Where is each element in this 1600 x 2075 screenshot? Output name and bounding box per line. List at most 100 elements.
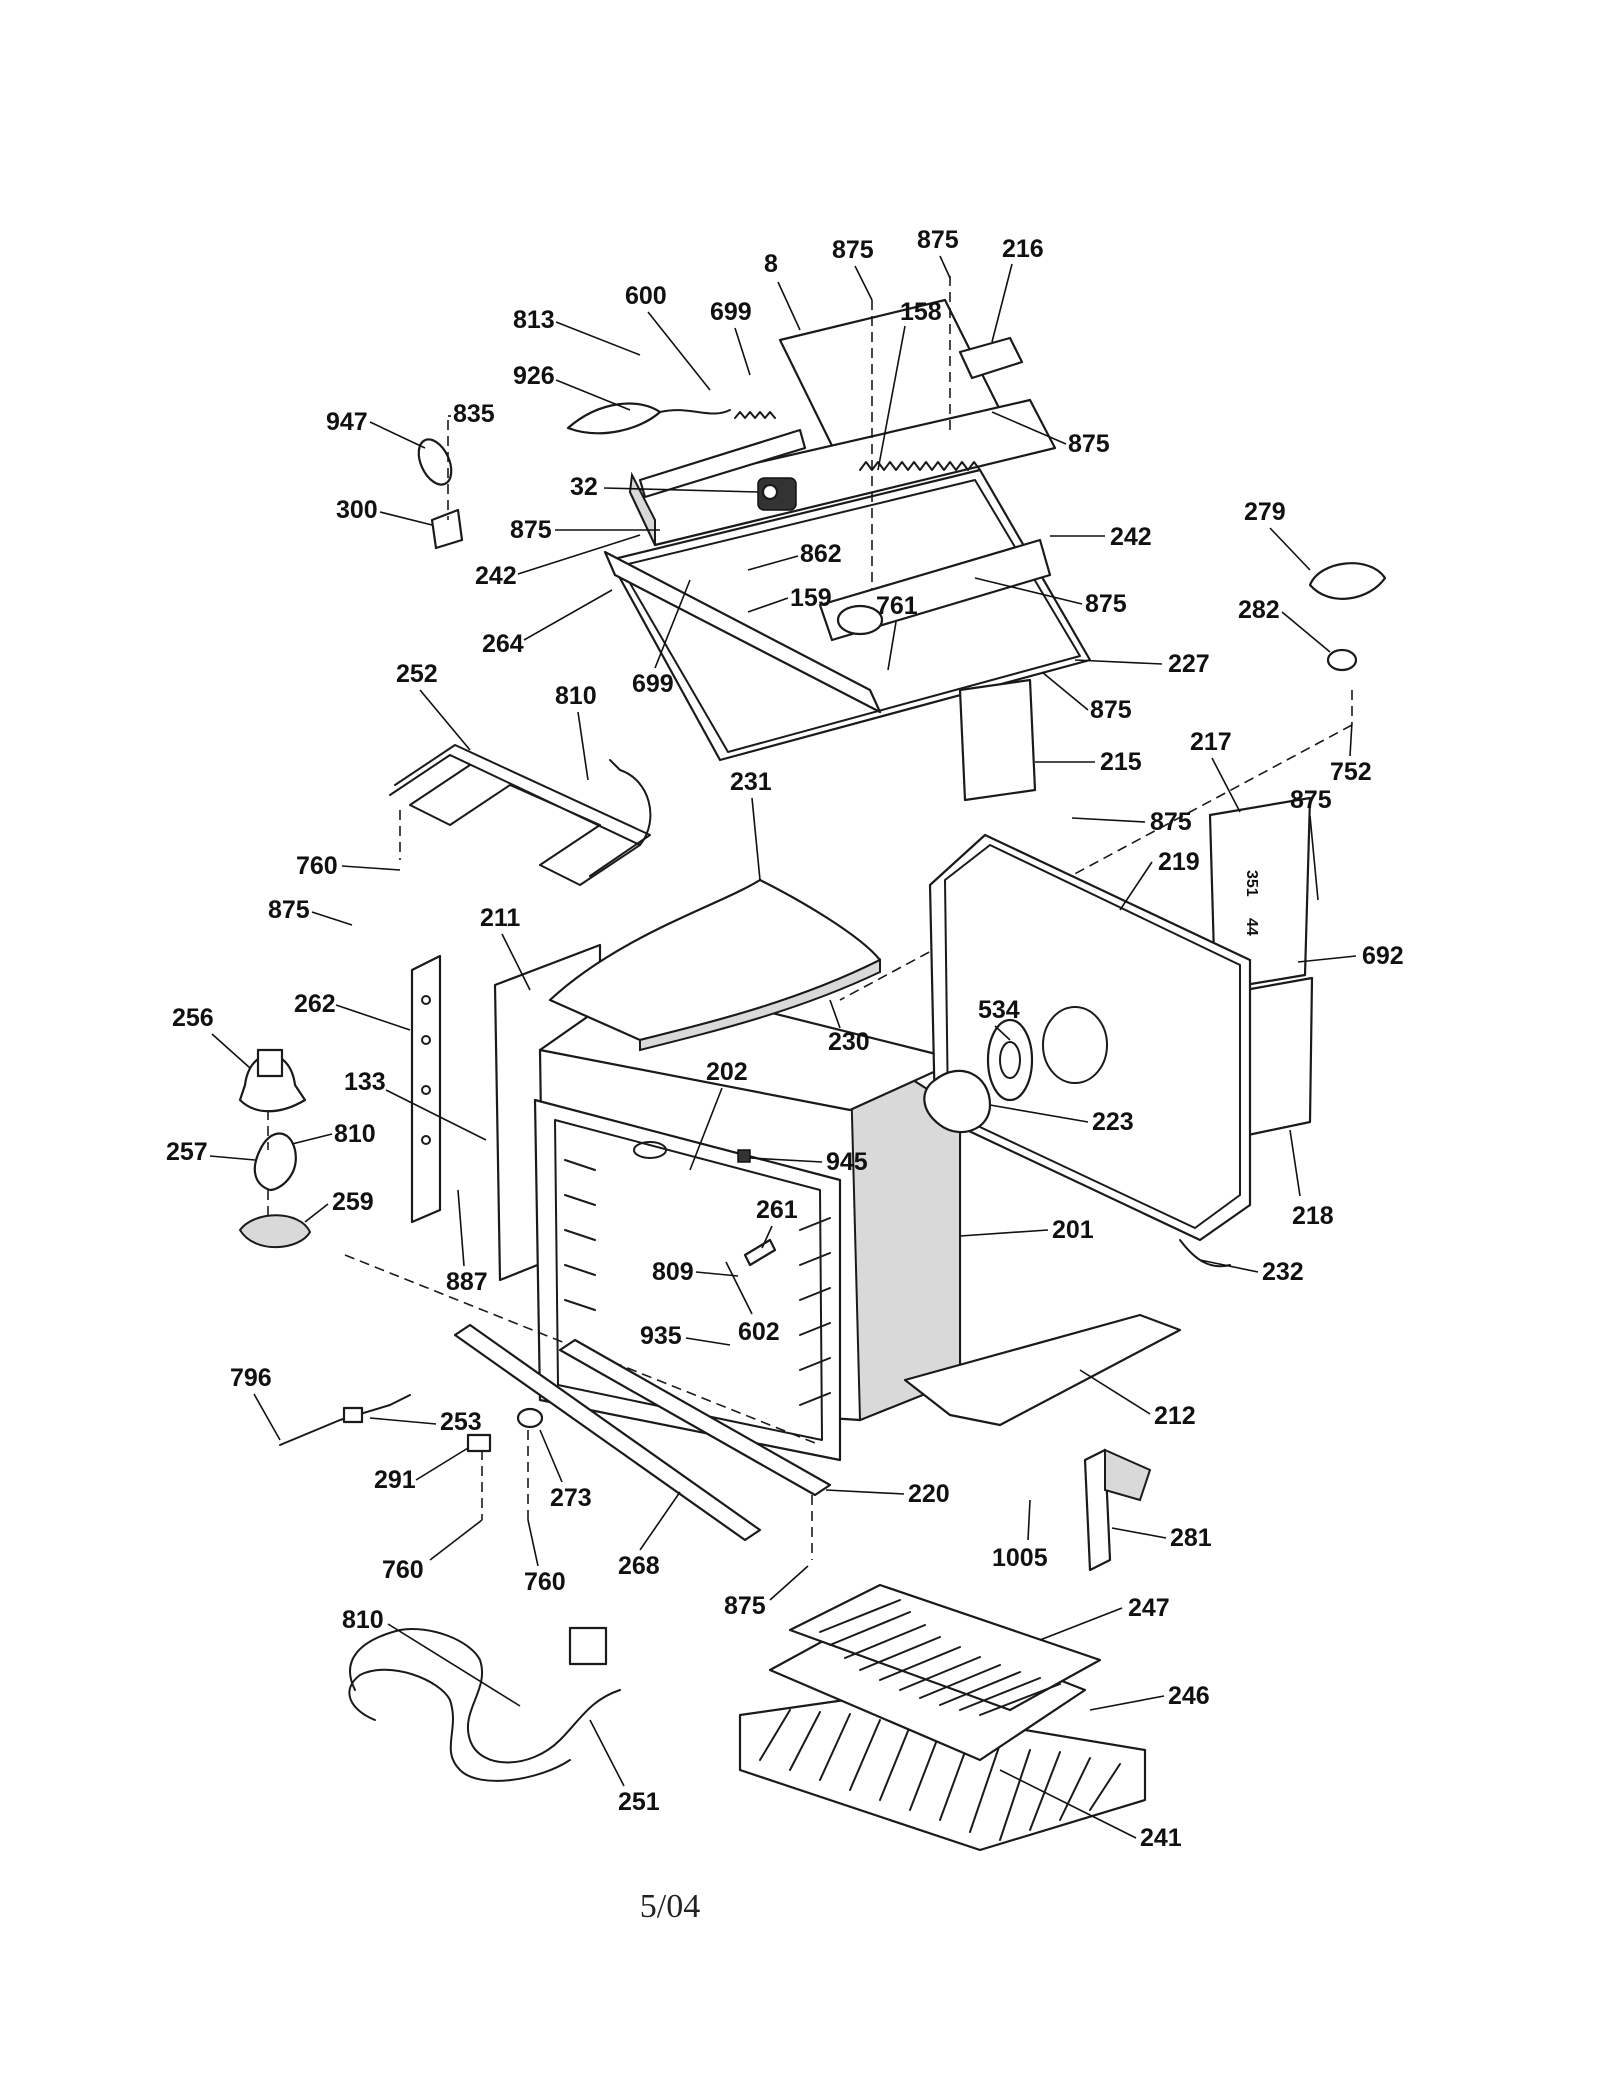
callout-300: 300 xyxy=(336,496,433,526)
svg-text:273: 273 xyxy=(550,1484,592,1512)
callout-133: 133 xyxy=(344,1068,487,1141)
top-burner-box-assembly xyxy=(417,276,1387,1137)
svg-text:230: 230 xyxy=(828,1028,870,1056)
footer-date-code: 5/04 xyxy=(639,1888,701,1925)
callout-760: 760 xyxy=(524,1519,566,1596)
svg-text:947: 947 xyxy=(326,408,368,436)
svg-text:253: 253 xyxy=(440,1408,482,1436)
callout-875: 875 xyxy=(974,577,1127,618)
svg-text:261: 261 xyxy=(756,1196,798,1224)
outer-wrapper-219 xyxy=(903,833,1252,1427)
svg-text:887: 887 xyxy=(446,1268,488,1296)
svg-text:247: 247 xyxy=(1128,1594,1170,1622)
svg-text:1005: 1005 xyxy=(992,1544,1048,1572)
panel-marking-lower: 44 xyxy=(1243,918,1260,936)
callout-242: 242 xyxy=(475,534,641,590)
callout-760: 760 xyxy=(296,852,401,880)
svg-text:251: 251 xyxy=(618,1788,660,1816)
svg-text:760: 760 xyxy=(382,1556,424,1584)
callout-159: 159 xyxy=(747,584,832,613)
svg-text:133: 133 xyxy=(344,1068,386,1096)
callout-796: 796 xyxy=(230,1364,281,1441)
panel-marking-upper: 351 xyxy=(1243,870,1260,897)
callout-813: 813 xyxy=(513,306,641,356)
svg-text:211: 211 xyxy=(480,904,520,932)
callout-875: 875 xyxy=(724,1565,809,1620)
svg-text:875: 875 xyxy=(917,226,959,254)
callout-215: 215 xyxy=(1035,748,1142,776)
svg-text:246: 246 xyxy=(1168,1682,1210,1710)
callout-201: 201 xyxy=(959,1216,1094,1244)
svg-text:158: 158 xyxy=(900,298,942,326)
svg-text:252: 252 xyxy=(396,660,438,688)
callout-602: 602 xyxy=(725,1261,780,1346)
svg-text:875: 875 xyxy=(268,896,310,924)
callout-264: 264 xyxy=(482,589,613,658)
callout-534: 534 xyxy=(978,996,1020,1041)
svg-text:752: 752 xyxy=(1330,758,1372,786)
oven-cavity-201 xyxy=(493,878,962,1462)
svg-text:242: 242 xyxy=(475,562,517,590)
svg-text:256: 256 xyxy=(172,1004,214,1032)
callout-875: 875 xyxy=(917,226,959,279)
bottom-parts xyxy=(279,1323,1152,1782)
svg-text:945: 945 xyxy=(826,1148,868,1176)
svg-text:216: 216 xyxy=(1002,235,1044,263)
callout-887: 887 xyxy=(446,1189,488,1296)
callout-261: 261 xyxy=(756,1196,798,1249)
callout-227: 227 xyxy=(1074,650,1210,678)
svg-text:219: 219 xyxy=(1158,848,1200,876)
callout-256: 256 xyxy=(172,1004,251,1069)
callout-158: 158 xyxy=(877,298,942,471)
callout-202: 202 xyxy=(689,1058,748,1171)
svg-text:602: 602 xyxy=(738,1318,780,1346)
callout-230: 230 xyxy=(828,999,870,1056)
callout-926: 926 xyxy=(513,362,631,411)
svg-text:809: 809 xyxy=(652,1258,694,1286)
callout-1005: 1005 xyxy=(992,1499,1048,1572)
callout-862: 862 xyxy=(747,540,842,571)
svg-text:875: 875 xyxy=(510,516,552,544)
svg-text:875: 875 xyxy=(724,1592,766,1620)
svg-text:218: 218 xyxy=(1292,1202,1334,1230)
svg-text:32: 32 xyxy=(570,473,598,501)
callout-692: 692 xyxy=(1297,942,1404,970)
svg-text:692: 692 xyxy=(1362,942,1404,970)
svg-text:300: 300 xyxy=(336,496,378,524)
callout-232: 232 xyxy=(1199,1258,1304,1286)
callout-211: 211 xyxy=(480,904,531,991)
callout-220: 220 xyxy=(825,1480,950,1508)
callout-219: 219 xyxy=(1119,848,1200,911)
callout-247: 247 xyxy=(1039,1594,1170,1641)
svg-text:926: 926 xyxy=(513,362,555,390)
callout-32: 32 xyxy=(570,473,759,501)
svg-text:699: 699 xyxy=(710,298,752,326)
svg-text:259: 259 xyxy=(332,1188,374,1216)
callout-760: 760 xyxy=(382,1519,483,1584)
callout-218: 218 xyxy=(1289,1129,1334,1230)
callout-257: 257 xyxy=(166,1138,256,1166)
broil-element-252 xyxy=(389,744,652,886)
svg-text:875: 875 xyxy=(1085,590,1127,618)
callout-947: 947 xyxy=(326,408,426,449)
callout-241: 241 xyxy=(999,1769,1182,1852)
svg-text:760: 760 xyxy=(296,852,338,880)
callout-810: 810 xyxy=(555,682,597,781)
callout-8: 8 xyxy=(764,250,801,331)
callout-810: 810 xyxy=(291,1120,376,1148)
callout-835: 835 xyxy=(448,400,495,428)
callout-600: 600 xyxy=(625,282,711,391)
callout-291: 291 xyxy=(374,1447,469,1494)
svg-text:282: 282 xyxy=(1238,596,1280,624)
callout-labels: 8 875 875 216 600 699 158 813 926 947 83… xyxy=(166,226,1404,1852)
svg-text:201: 201 xyxy=(1052,1216,1094,1244)
svg-text:262: 262 xyxy=(294,990,336,1018)
svg-text:835: 835 xyxy=(453,400,495,428)
callout-761: 761 xyxy=(876,592,918,671)
svg-text:699: 699 xyxy=(632,670,674,698)
callout-809: 809 xyxy=(652,1258,739,1286)
callout-875: 875 xyxy=(510,516,660,544)
callout-259: 259 xyxy=(304,1188,374,1223)
svg-text:761: 761 xyxy=(876,592,918,620)
